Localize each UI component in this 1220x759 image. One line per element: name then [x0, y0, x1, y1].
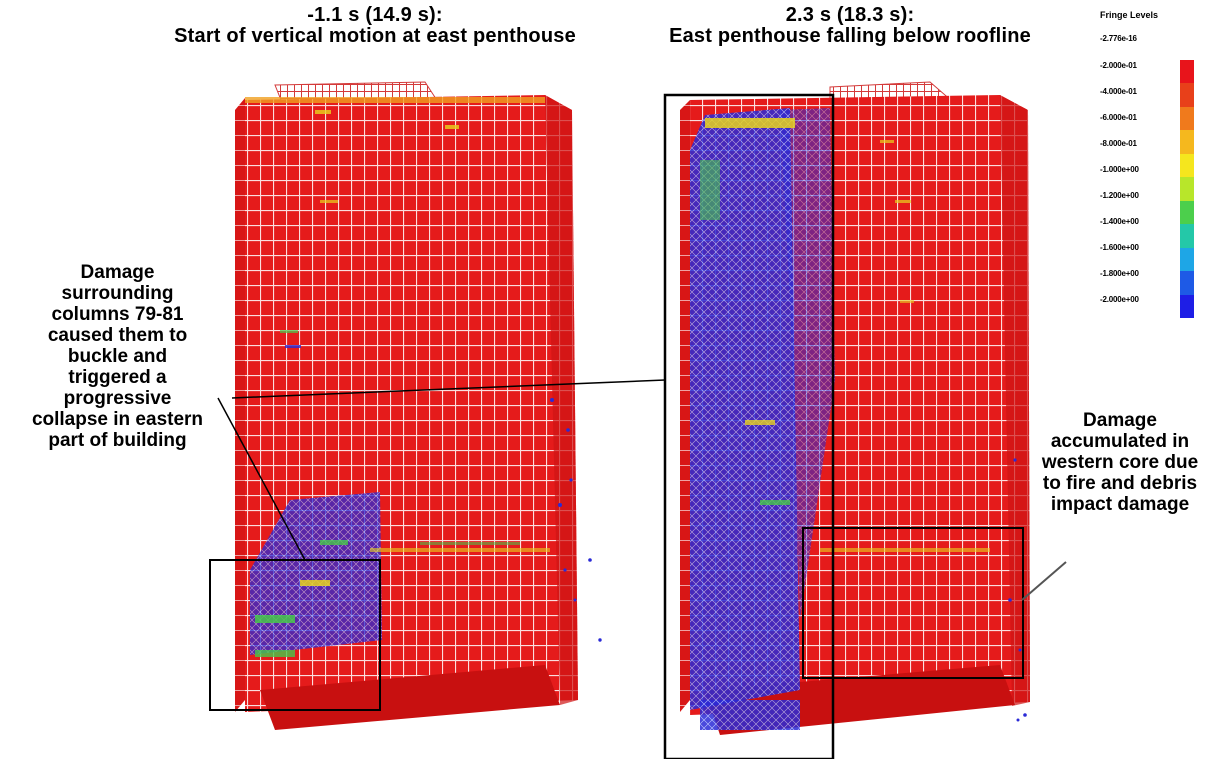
left-note-line: buckle and: [67, 346, 168, 367]
left-building-model: [235, 81, 602, 730]
right-panel-title: 2.3 s (18.3 s): East penthouse falling b…: [620, 5, 1080, 47]
left-note-line: columns 79-81: [51, 304, 184, 325]
left-caption-label: Start of vertical motion at east penthou…: [174, 25, 576, 47]
legend-level-label: -1.000e+00: [1100, 165, 1139, 174]
right-note-line: Damage: [1083, 410, 1157, 431]
left-note-line: triggered a: [68, 367, 167, 388]
left-time-label: -1.1 s (14.9 s):: [307, 4, 443, 26]
right-building-model: [680, 81, 1030, 735]
legend-color-swatch: [1180, 247, 1194, 272]
legend-level-label: -4.000e-01: [1100, 87, 1137, 96]
left-panel-title: -1.1 s (14.9 s): Start of vertical motio…: [140, 5, 610, 47]
right-time-label: 2.3 s (18.3 s):: [785, 4, 915, 26]
legend-level-label: -2.000e+00: [1100, 295, 1139, 304]
left-upper-damage-accents: [280, 110, 459, 348]
legend-color-swatch: [1180, 200, 1194, 225]
right-note-line: impact damage: [1050, 494, 1190, 515]
legend-level-label: -2.776e-16: [1100, 34, 1137, 43]
left-callout-leader: [217, 397, 306, 561]
legend-title: Fringe Levels: [1100, 10, 1159, 20]
right-note-line: accumulated in: [1050, 431, 1190, 452]
legend-color-swatch: [1180, 224, 1194, 248]
left-note-line: surrounding: [61, 283, 174, 304]
left-building-east-face: [545, 95, 578, 705]
left-to-right-leader: [231, 379, 666, 399]
legend-color-bar: [1180, 60, 1194, 318]
left-note-line: collapse in eastern: [31, 409, 204, 430]
legend-color-swatch: [1180, 177, 1194, 201]
legend-level-label: -2.000e-01: [1100, 61, 1137, 70]
right-debris-scatter: [1008, 458, 1027, 722]
legend-level-label: -1.800e+00: [1100, 269, 1139, 278]
left-callout-box: [209, 559, 381, 711]
left-note-line: part of building: [48, 430, 187, 451]
right-building-side-face: [680, 100, 690, 712]
legend-color-swatch: [1180, 130, 1194, 154]
right-core-callout-box: [663, 93, 835, 759]
right-damage-note: Damage accumulated in western core due t…: [1020, 410, 1220, 515]
left-roof-edge: [245, 97, 545, 103]
legend-level-label: -1.200e+00: [1100, 191, 1139, 200]
left-note-line: Damage: [80, 262, 155, 283]
legend-color-swatch: [1180, 60, 1194, 84]
right-note-line: to fire and debris: [1042, 473, 1198, 494]
right-caption-label: East penthouse falling below roofline: [669, 25, 1031, 47]
legend-color-swatch: [1180, 294, 1194, 318]
right-callout-box: [802, 527, 1024, 679]
left-base-block: [260, 665, 560, 730]
right-upper-damage-accents: [880, 140, 914, 303]
legend-level-label: -1.600e+00: [1100, 243, 1139, 252]
legend-level-label: -1.400e+00: [1100, 217, 1139, 226]
left-note-line: progressive: [63, 388, 172, 409]
left-note-line: caused them to: [47, 325, 188, 346]
left-lower-damage-patches: [250, 492, 550, 657]
legend-color-swatch: [1180, 271, 1194, 295]
legend-color-swatch: [1180, 153, 1194, 178]
legend-level-label: -6.000e-01: [1100, 113, 1137, 122]
right-core-damage-patches: [690, 108, 990, 730]
legend-color-swatch: [1180, 83, 1194, 107]
left-debris-scatter: [550, 398, 602, 642]
legend-color-swatch: [1180, 106, 1194, 131]
left-damage-note: Damage surrounding columns 79-81 caused …: [0, 262, 235, 451]
legend-level-label: -8.000e-01: [1100, 139, 1137, 148]
right-note-line: western core due: [1041, 452, 1199, 473]
right-callout-leader: [1021, 561, 1067, 601]
left-building-side-face: [235, 98, 245, 712]
